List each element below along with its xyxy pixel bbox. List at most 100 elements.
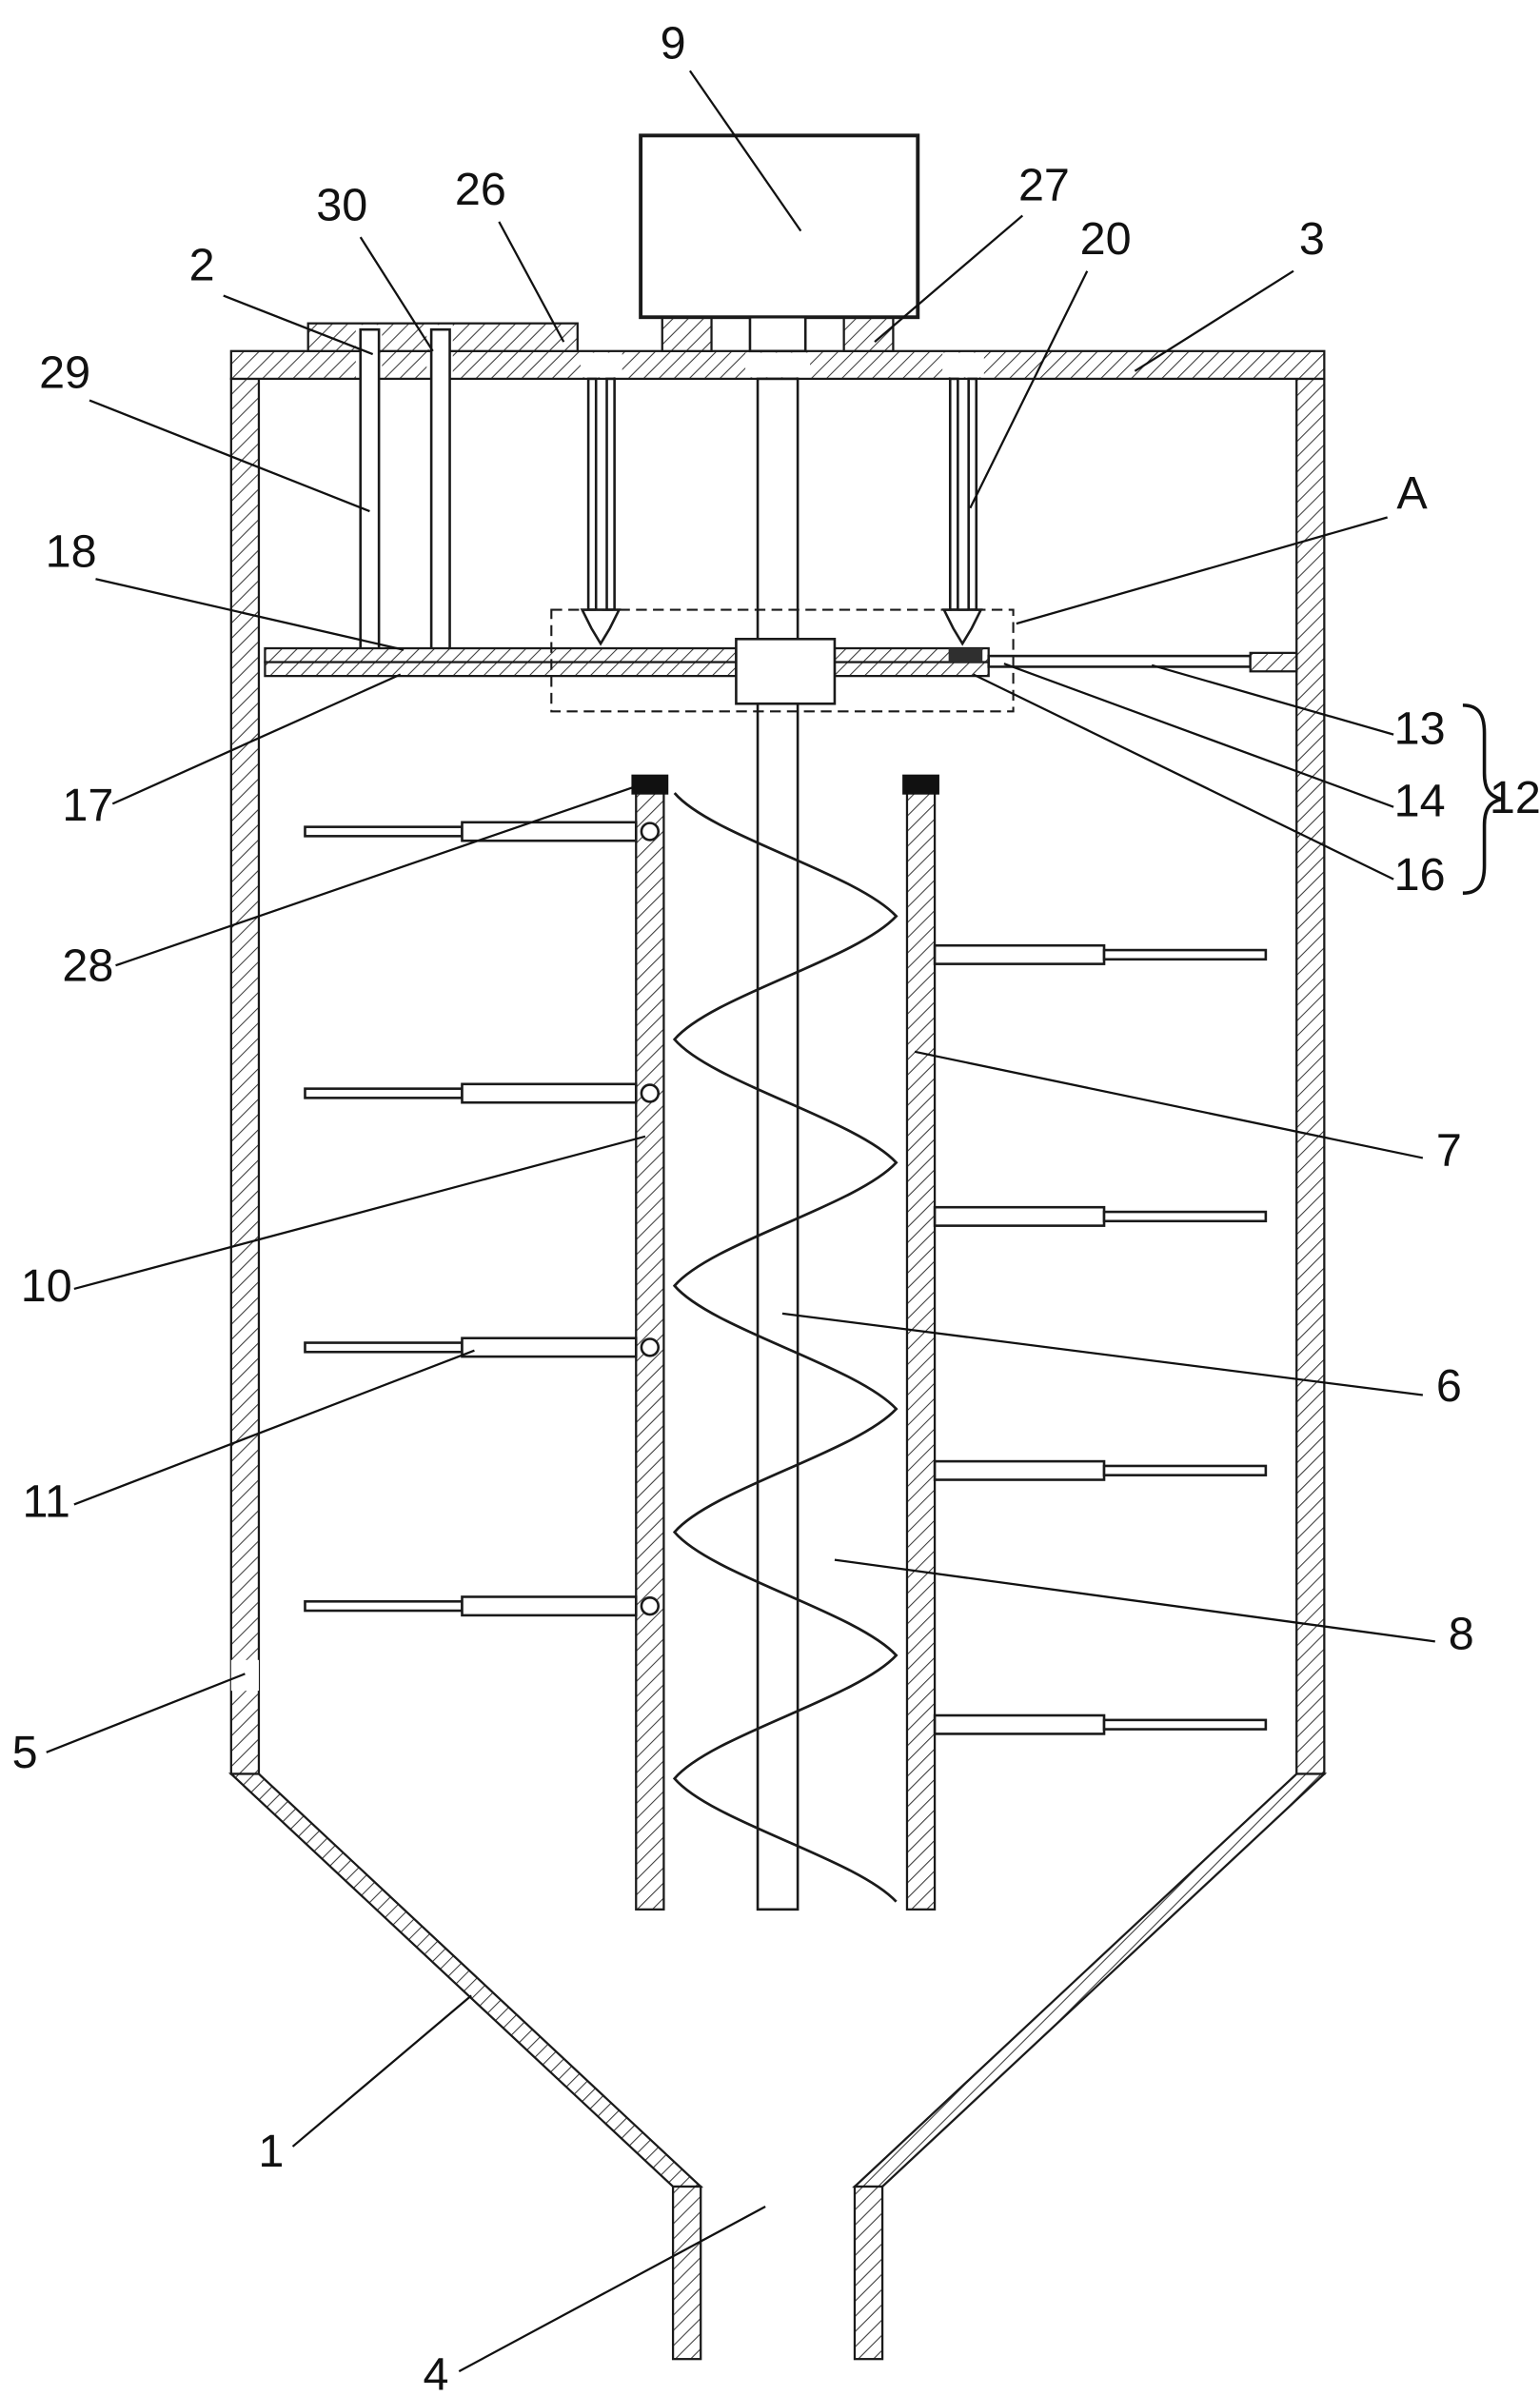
part-label-9: 9 <box>661 17 686 69</box>
part-label-2: 2 <box>189 239 215 290</box>
leader-26 <box>498 221 565 343</box>
paddle-arm <box>304 1595 661 1617</box>
tube-cap-right <box>902 774 939 795</box>
leader-9 <box>688 69 802 232</box>
leader-28 <box>115 785 636 967</box>
spray-pipe-right-b <box>967 377 978 611</box>
paddle-arm <box>933 943 1268 965</box>
plate-left-lower <box>264 661 738 678</box>
part-label-10: 10 <box>21 1260 72 1312</box>
leader-lines <box>46 69 1435 2373</box>
leader-30 <box>359 236 434 352</box>
hanging-rod-left <box>359 327 381 656</box>
paddle-arm <box>304 1082 661 1104</box>
coupling-block <box>735 638 837 705</box>
motor <box>639 133 920 353</box>
outer-wall-right <box>1295 377 1326 1775</box>
hanging-rods <box>359 327 451 656</box>
leader-27 <box>874 214 1024 343</box>
part-label-8: 8 <box>1449 1608 1474 1659</box>
plate-left-upper <box>264 646 738 663</box>
paddle-arm <box>304 821 661 842</box>
paddle-arm <box>933 1205 1268 1227</box>
leader-20 <box>969 270 1089 509</box>
shaft-lower <box>756 702 800 1911</box>
outlet-pipe-wall-left <box>671 2185 702 2361</box>
motor-mount-left <box>661 316 713 352</box>
leader-2 <box>223 294 374 356</box>
spray-pipe-right-a <box>948 377 959 611</box>
part-label-26: 26 <box>455 164 506 215</box>
plate-right-anchor <box>1249 651 1298 673</box>
plate-mid-lower <box>833 661 990 678</box>
leader-18 <box>95 578 405 651</box>
drive-shaft <box>735 377 837 1911</box>
motor-mount-right <box>842 316 895 352</box>
part-label-28: 28 <box>62 940 113 991</box>
part-label-16: 16 <box>1394 849 1446 901</box>
part-label-1: 1 <box>258 2126 284 2177</box>
part-label-11: 11 <box>23 1475 70 1527</box>
funnel-wall-left <box>227 1772 704 2188</box>
inner-tube-wall-right <box>905 776 937 1911</box>
part-label-12: 12 <box>1490 772 1540 823</box>
pivot-pin <box>640 1337 661 1357</box>
leader-11 <box>73 1349 475 1506</box>
outer-wall-left <box>229 377 261 1775</box>
screw-auger <box>672 792 898 1903</box>
part-label-14: 14 <box>1394 775 1446 826</box>
part-label-A: A <box>1396 467 1428 519</box>
detail-box-A <box>550 608 1015 713</box>
outlet-pipe-wall-right <box>853 2185 884 2361</box>
part-label-17: 17 <box>62 780 113 831</box>
spray-pipe-left-b <box>605 377 616 611</box>
shaft-upper <box>756 377 800 641</box>
hanging-rod-right <box>429 327 451 656</box>
leader-16 <box>973 673 1394 881</box>
paddle-arm <box>933 1713 1268 1735</box>
outer-vessel <box>227 377 1328 2361</box>
leader-7 <box>914 1050 1424 1159</box>
leader-6 <box>781 1312 1424 1396</box>
nozzle-fitting <box>948 648 983 663</box>
part-label-20: 20 <box>1080 213 1132 265</box>
leader-14 <box>1003 663 1394 808</box>
part-label-30: 30 <box>316 179 367 230</box>
pivot-pin <box>640 1083 661 1103</box>
motor-box <box>639 133 920 320</box>
pivot-pin <box>640 1595 661 1616</box>
part-labels: 9 27 20 3 30 26 2 29 18 A 13 14 16 12 17… <box>12 17 1540 2396</box>
leader-13 <box>1151 663 1394 736</box>
thin-plate-right <box>987 654 1252 668</box>
motor-shaft-stub <box>748 315 807 353</box>
leader-5 <box>46 1673 246 1753</box>
group-brace-12 <box>1462 703 1502 895</box>
part-label-13: 13 <box>1394 703 1446 754</box>
wall-port <box>230 1659 259 1692</box>
part-label-5: 5 <box>12 1727 38 1778</box>
part-label-18: 18 <box>46 525 97 577</box>
leader-A <box>1016 516 1388 625</box>
leader-29 <box>89 399 370 513</box>
tube-cap-left <box>631 774 669 795</box>
leader-3 <box>1134 269 1294 372</box>
top-cover-assembly <box>229 316 1326 381</box>
spray-pipe-left-a <box>586 377 598 611</box>
part-label-7: 7 <box>1436 1125 1462 1177</box>
leader-10 <box>73 1135 646 1291</box>
leader-8 <box>834 1558 1435 1643</box>
part-label-6: 6 <box>1436 1360 1462 1412</box>
leader-17 <box>111 673 402 805</box>
part-label-27: 27 <box>1018 159 1070 210</box>
pivot-pin <box>640 822 661 842</box>
paddle-arms-left <box>304 821 661 1617</box>
paddle-arms-right <box>933 943 1268 1735</box>
nozzle-right <box>941 608 983 646</box>
leader-4 <box>458 2206 766 2373</box>
leader-1 <box>291 1994 472 2148</box>
part-label-4: 4 <box>423 2349 448 2396</box>
part-label-29: 29 <box>39 347 90 399</box>
nozzle-left <box>580 608 622 646</box>
